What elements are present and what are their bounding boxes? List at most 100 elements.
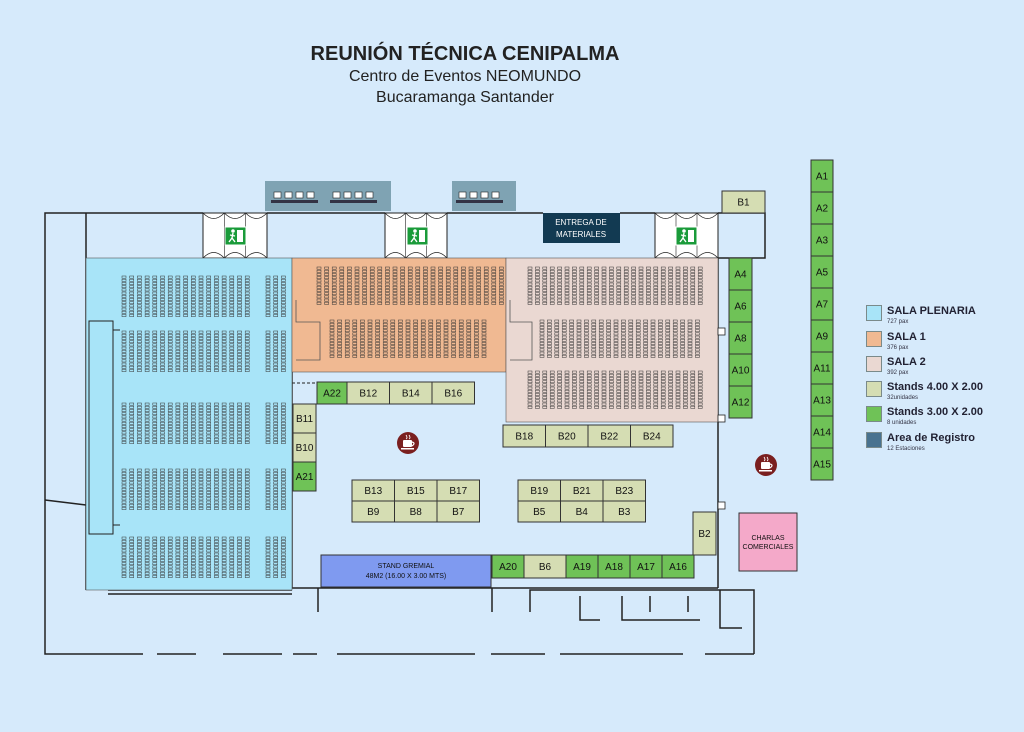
stand-label: A7: [816, 300, 829, 311]
stand-label: B19: [530, 486, 548, 497]
legend-swatch: [866, 356, 882, 372]
stands: A1A2A3A5A7A9A11A13A14A15B1A4A6A8A10A12A2…: [292, 159, 834, 579]
venue-name: Centro de Eventos NEOMUNDO: [348, 68, 582, 85]
stand-label: B22: [600, 432, 618, 443]
stand-gremial[interactable]: [320, 554, 492, 588]
stand-a12[interactable]: [728, 385, 753, 419]
stand-label: A10: [732, 366, 750, 377]
legend-name: SALA PLENARIA: [887, 305, 976, 317]
stand-label: A17: [637, 562, 655, 573]
stand-label: A21: [296, 472, 314, 483]
stand-label: B3: [618, 507, 631, 518]
catering-tables: [271, 191, 503, 203]
stand-b1[interactable]: [721, 190, 766, 214]
registro-area[interactable]: [543, 213, 620, 243]
stand-label: A15: [813, 460, 831, 471]
stand-label: A20: [499, 562, 517, 573]
stand-label: B14: [402, 389, 420, 400]
stand-label: B6: [539, 562, 552, 573]
charlas-comerciales[interactable]: [738, 512, 798, 572]
stand-label: A9: [816, 332, 829, 343]
stand-b3[interactable]: [602, 500, 646, 523]
catering-table: [271, 200, 318, 203]
legend-name: Stands 3.00 X 2.00: [887, 406, 983, 418]
stand-a15[interactable]: [810, 447, 834, 481]
page-title: REUNIÓN TÉCNICA CENIPALMA: [310, 43, 620, 65]
stand-b24[interactable]: [630, 424, 674, 448]
stand-label: A12: [732, 398, 750, 409]
legend-swatch: [866, 381, 882, 397]
sala-2[interactable]: [505, 257, 719, 423]
stand-label: B13: [364, 486, 382, 497]
stand-a16[interactable]: [661, 554, 695, 579]
stand-label: A18: [605, 562, 623, 573]
stand-label: B17: [449, 486, 467, 497]
sala-1[interactable]: [291, 257, 507, 373]
exit-icon: [675, 226, 698, 246]
stand-label: A4: [734, 270, 747, 281]
stand-label: B21: [573, 486, 591, 497]
stand-b7[interactable]: [436, 500, 480, 523]
stand-label: A5: [816, 268, 829, 279]
legend-name: Area de Registro: [887, 432, 976, 444]
charlas-label-line1: CHARLAS: [751, 535, 784, 542]
stand-b2[interactable]: [692, 511, 717, 556]
stand-label: B24: [643, 432, 661, 443]
stand-label: A6: [734, 302, 747, 313]
stand-label: A14: [813, 428, 831, 439]
stand-label: B4: [576, 507, 589, 518]
legend-name: SALA 1: [887, 331, 926, 343]
stand-label: A16: [669, 562, 687, 573]
stand-label: B1: [737, 198, 750, 209]
stand-label: A3: [816, 236, 829, 247]
charlas-label-line2: COMERCIALES: [743, 544, 794, 551]
legend-sub: 32unidades: [887, 395, 919, 401]
stand-label: A8: [734, 334, 747, 345]
legend-sub: 12 Estaciones: [887, 446, 925, 452]
door-vestibules: [202, 212, 719, 259]
registro-label-line2: MATERIALES: [556, 230, 606, 239]
stand-gremial-label-line2: 48M2 (16.00 X 3.00 MTS): [366, 573, 447, 580]
catering-table: [456, 200, 503, 203]
legend-sub: 392 pax: [887, 370, 909, 376]
stand-label: B23: [615, 486, 633, 497]
legend-name: SALA 2: [887, 356, 926, 368]
venue-city: Bucaramanga Santander: [376, 89, 554, 106]
legend-sub: 8 unidades: [887, 420, 917, 426]
seating: [121, 266, 703, 578]
stand-label: A11: [813, 364, 830, 375]
stand-label: B5: [533, 507, 546, 518]
stand-label: B2: [698, 529, 711, 540]
stand-label: B7: [452, 507, 465, 518]
legend-swatch: [866, 432, 882, 448]
stand-label: B11: [296, 414, 313, 425]
coffee-icon: [397, 432, 419, 454]
legend-swatch: [866, 331, 882, 347]
sala-plenaria[interactable]: [85, 257, 293, 591]
stand-label: B18: [515, 432, 533, 443]
stand-label: B20: [558, 432, 576, 443]
stand-label: B8: [410, 507, 423, 518]
registro-label-line1: ENTREGA DE: [555, 218, 607, 227]
stand-label: A22: [323, 389, 341, 400]
stand-label: A13: [813, 396, 831, 407]
stand-label: A2: [816, 204, 829, 215]
legend-sub: 376 pax: [887, 345, 909, 351]
legend-swatch: [866, 305, 882, 321]
catering-table: [330, 200, 377, 203]
stand-a21[interactable]: [292, 461, 317, 492]
legend-name: Stands 4.00 X 2.00: [887, 381, 983, 393]
coffee-icon: [755, 454, 777, 476]
stand-label: B15: [407, 486, 425, 497]
exit-icon: [224, 226, 247, 246]
exit-icon: [406, 226, 429, 246]
plenaria-stage: [88, 320, 114, 535]
stand-b16[interactable]: [431, 381, 475, 405]
exit-signs: [224, 226, 698, 246]
stand-label: A1: [816, 172, 829, 183]
stand-gremial-label-line1: STAND GREMIAL: [378, 563, 435, 570]
legend-swatch: [866, 406, 882, 422]
stand-label: B10: [296, 443, 314, 454]
